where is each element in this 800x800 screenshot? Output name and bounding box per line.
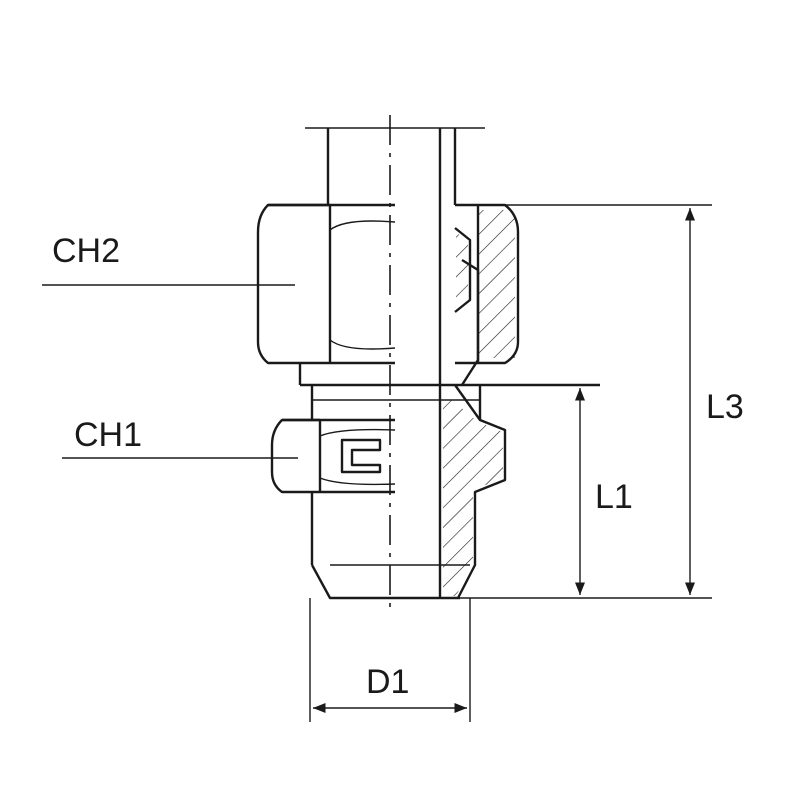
body-hex-ch1 [270,418,396,494]
nut-ch2 [256,203,396,365]
tube [305,127,485,598]
label-ch1: CH1 [74,416,142,454]
label-l3: L3 [706,388,744,426]
nut-section [454,203,520,386]
label-l1: L1 [595,478,633,516]
thread-end [310,492,470,600]
label-d1: D1 [366,663,409,701]
body-section [443,384,507,599]
label-ch2: CH2 [52,232,120,270]
